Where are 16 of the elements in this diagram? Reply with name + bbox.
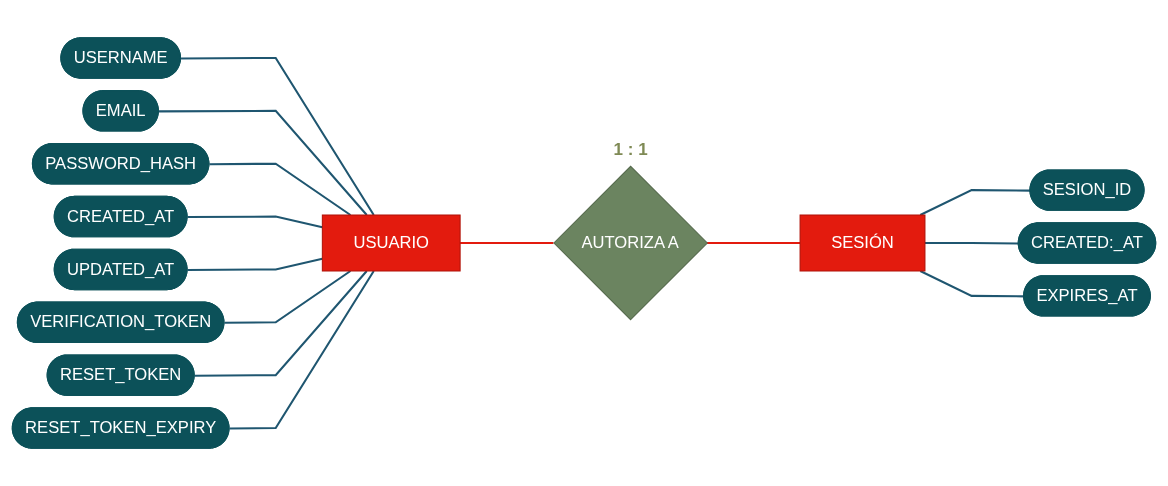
- connector: [209, 162, 352, 216]
- cardinality-label: 1 : 1: [613, 140, 648, 161]
- connector: [924, 241, 1019, 245]
- connector: [229, 270, 375, 430]
- connector: [224, 270, 352, 324]
- connector: [460, 241, 554, 245]
- connector: [194, 270, 368, 377]
- connector: [181, 56, 375, 216]
- connector: [187, 257, 323, 271]
- connector: [706, 241, 801, 245]
- node-box: USUARIO: [321, 214, 461, 272]
- connector: [158, 109, 368, 216]
- node-box: SESIÓN: [799, 214, 926, 272]
- node-diamond: AUTORIZA A: [553, 165, 709, 321]
- connector: [187, 215, 323, 229]
- connector: [919, 189, 1031, 216]
